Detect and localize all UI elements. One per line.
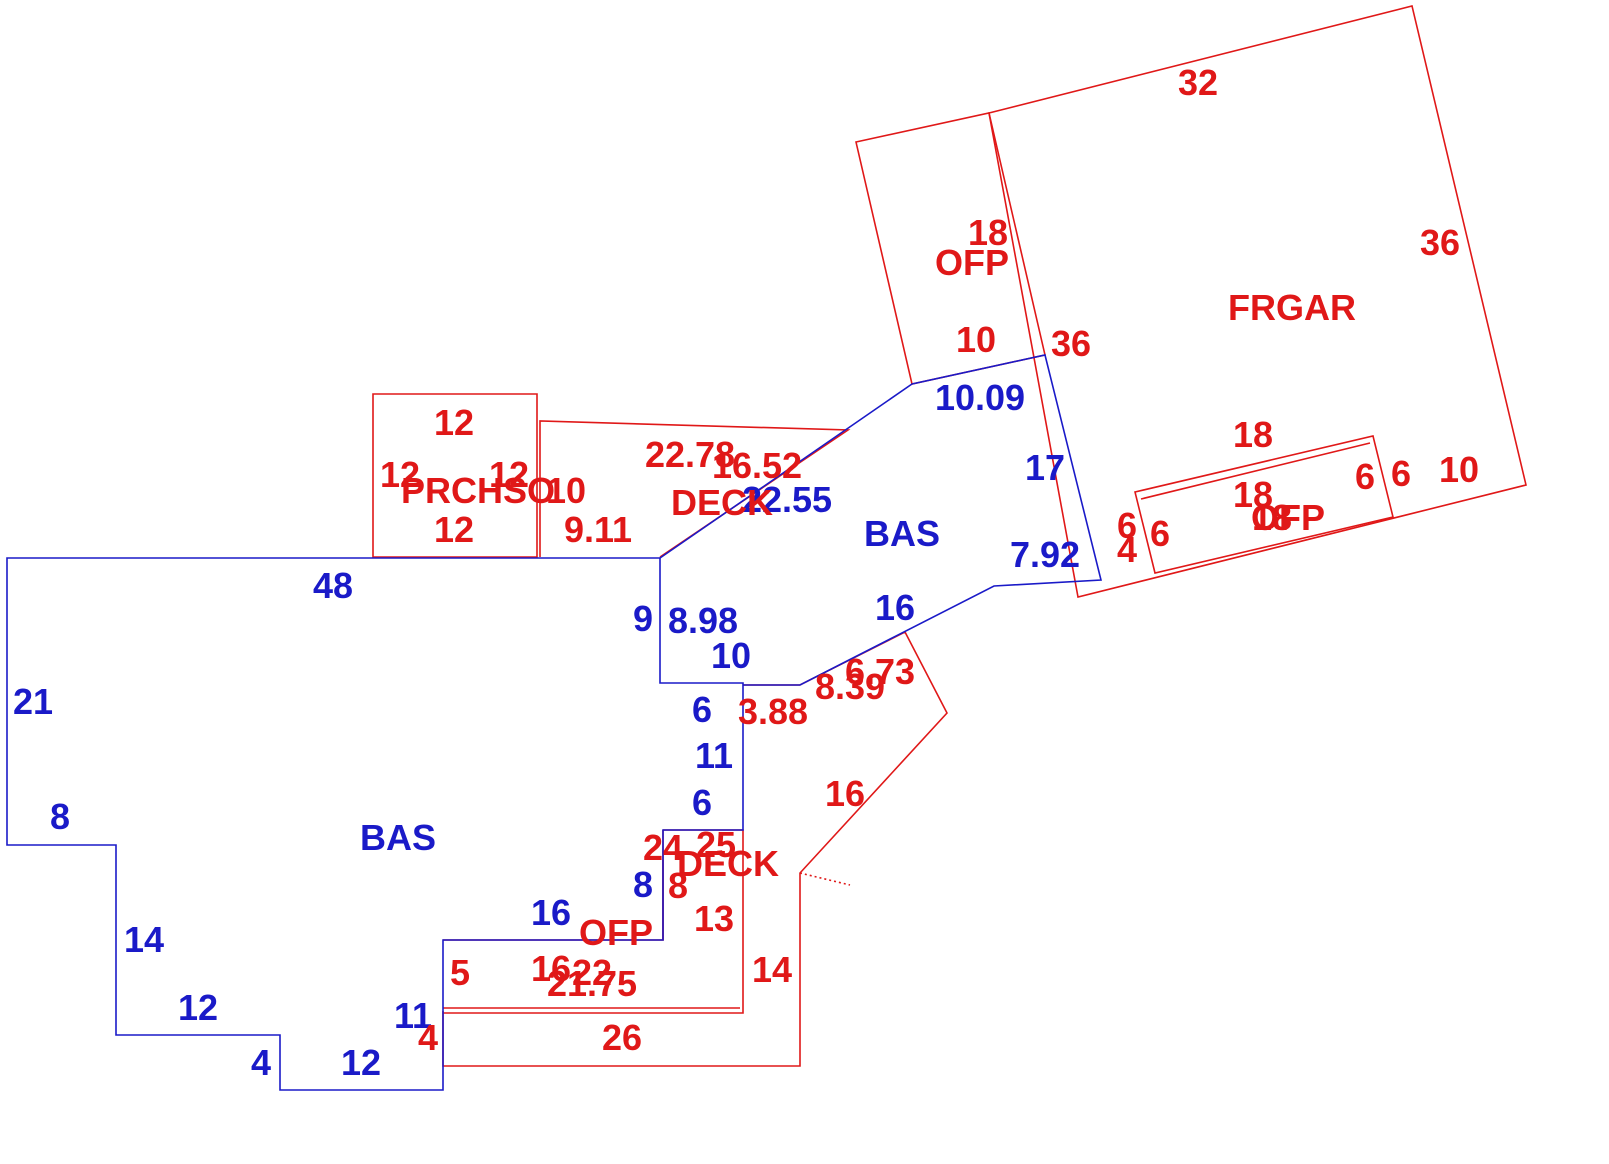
- dim-frgar-left: 36: [1051, 323, 1091, 364]
- dim-ofp-right-left-outer: 6: [1117, 505, 1137, 546]
- dim-ofp-bottom-side: 5: [450, 952, 470, 993]
- dim-deck-lower-c: 8: [668, 865, 688, 906]
- dim-wing-right-low: 7.92: [1010, 534, 1080, 575]
- dim-ofp-right-mid: 18: [1233, 474, 1273, 515]
- dim-bas-inner-mid: 11: [695, 735, 733, 776]
- dim-bas-right-low: 11: [394, 995, 432, 1036]
- frgar-outline: [988, 5, 1527, 598]
- dim-frgar-top: 32: [1178, 62, 1218, 103]
- dim-bas-left-upper: 21: [13, 681, 53, 722]
- dim-frgar-bottom-right: 10: [1439, 449, 1479, 490]
- dim-wing-diag-bottom: 16: [875, 587, 915, 628]
- bas-wing-outline: [659, 354, 1103, 686]
- dim-bas-bottom: 12: [341, 1042, 381, 1083]
- dim-ofp-right-top: 18: [1233, 414, 1273, 455]
- dim-ofp-right-left-small: 4: [1117, 529, 1137, 570]
- ofp-right-label: OFP: [1251, 497, 1325, 538]
- dim-wing-right: 17: [1025, 447, 1065, 488]
- dim-wing-bottom-left: 10: [711, 635, 751, 676]
- dim-bas-bottom-step1: 12: [178, 987, 218, 1028]
- dim-bas-left-lower: 14: [124, 919, 164, 960]
- dim-deck-lower-d: 13: [694, 898, 734, 939]
- prch-outline: [372, 393, 538, 558]
- ofp-bottom-label: OFP: [579, 912, 653, 953]
- dim-deck-upper-top: 22.78: [645, 434, 735, 475]
- dim-deck-wedge-low-side: 14: [752, 949, 792, 990]
- dim-prch-left: 12: [380, 454, 420, 495]
- dim-wing-diag-left: 8.98: [668, 600, 738, 641]
- dim-deck-lower-a: 24: [643, 827, 683, 868]
- dim-strip-left: 4: [418, 1017, 438, 1058]
- dim-deck-wedge-bottom: 3.88: [738, 691, 808, 732]
- bas-wing-label: BAS: [864, 513, 940, 554]
- ofp-top-label: OFP: [935, 242, 1009, 283]
- deck-upper-label: DECK: [671, 482, 773, 523]
- dim-bas-bottom-rise: 4: [251, 1042, 271, 1083]
- dim-ofp-bottom-a: 16: [531, 948, 571, 989]
- dim-wing-left-vert: 9: [633, 598, 653, 639]
- ofp-right-outline: [1134, 435, 1394, 574]
- ofp-right-inner-line: [1140, 442, 1371, 500]
- dim-bas-left-step: 8: [50, 796, 70, 837]
- dim-ofp-right-inner: 6: [1355, 456, 1375, 497]
- dim-ofp-bottom-c: 21.75: [547, 963, 637, 1004]
- dim-deck-wedge-right-side: 16: [825, 773, 865, 814]
- dim-bas-inner-step: 6: [692, 782, 712, 823]
- frgar-label: FRGAR: [1228, 287, 1356, 328]
- dim-strip-bottom: 26: [602, 1017, 642, 1058]
- dim-wing-diag-top: 22.55: [742, 479, 832, 520]
- dim-deck-wedge-top-right: 6.73: [845, 651, 915, 692]
- bas-main-outline: [6, 557, 744, 1091]
- dim-ofp-right-outer: 6: [1391, 453, 1411, 494]
- dim-deck-upper-diag: 16.52: [712, 445, 802, 486]
- dim-bas-ofp-side: 8: [633, 864, 653, 905]
- dim-deck-upper-right-num: 10: [546, 470, 586, 511]
- deck-lower-label: DECK: [677, 843, 779, 884]
- dim-bas-top: 48: [313, 565, 353, 606]
- dim-deck-wedge-diag: 8.39: [815, 666, 885, 707]
- dim-deck-lower-b: 25: [696, 824, 736, 865]
- dim-prch-right: 12: [489, 454, 529, 495]
- prch-label: PRCHSO: [401, 470, 555, 511]
- dim-deck-upper-bottom: 9.11: [564, 509, 632, 550]
- dim-ofp-right-left-inner: 6: [1150, 513, 1170, 554]
- dim-frgar-right: 36: [1420, 222, 1460, 263]
- bas-main-label: BAS: [360, 817, 436, 858]
- dim-ofp-top-side: 18: [968, 212, 1008, 253]
- dim-ofp-right-overlap: 18: [1252, 497, 1292, 538]
- dim-ofp-top-bottom: 10: [956, 319, 996, 360]
- dim-bas-inner-step-top: 6: [692, 689, 712, 730]
- dim-prch-top: 12: [434, 402, 474, 443]
- deck-lower-right-dash: [799, 872, 851, 886]
- dim-wing-top: 10.09: [935, 377, 1025, 418]
- dim-bas-ofp-top: 16: [531, 892, 571, 933]
- dim-prch-bottom: 12: [434, 509, 474, 550]
- dim-ofp-bottom-b: 22: [572, 952, 612, 993]
